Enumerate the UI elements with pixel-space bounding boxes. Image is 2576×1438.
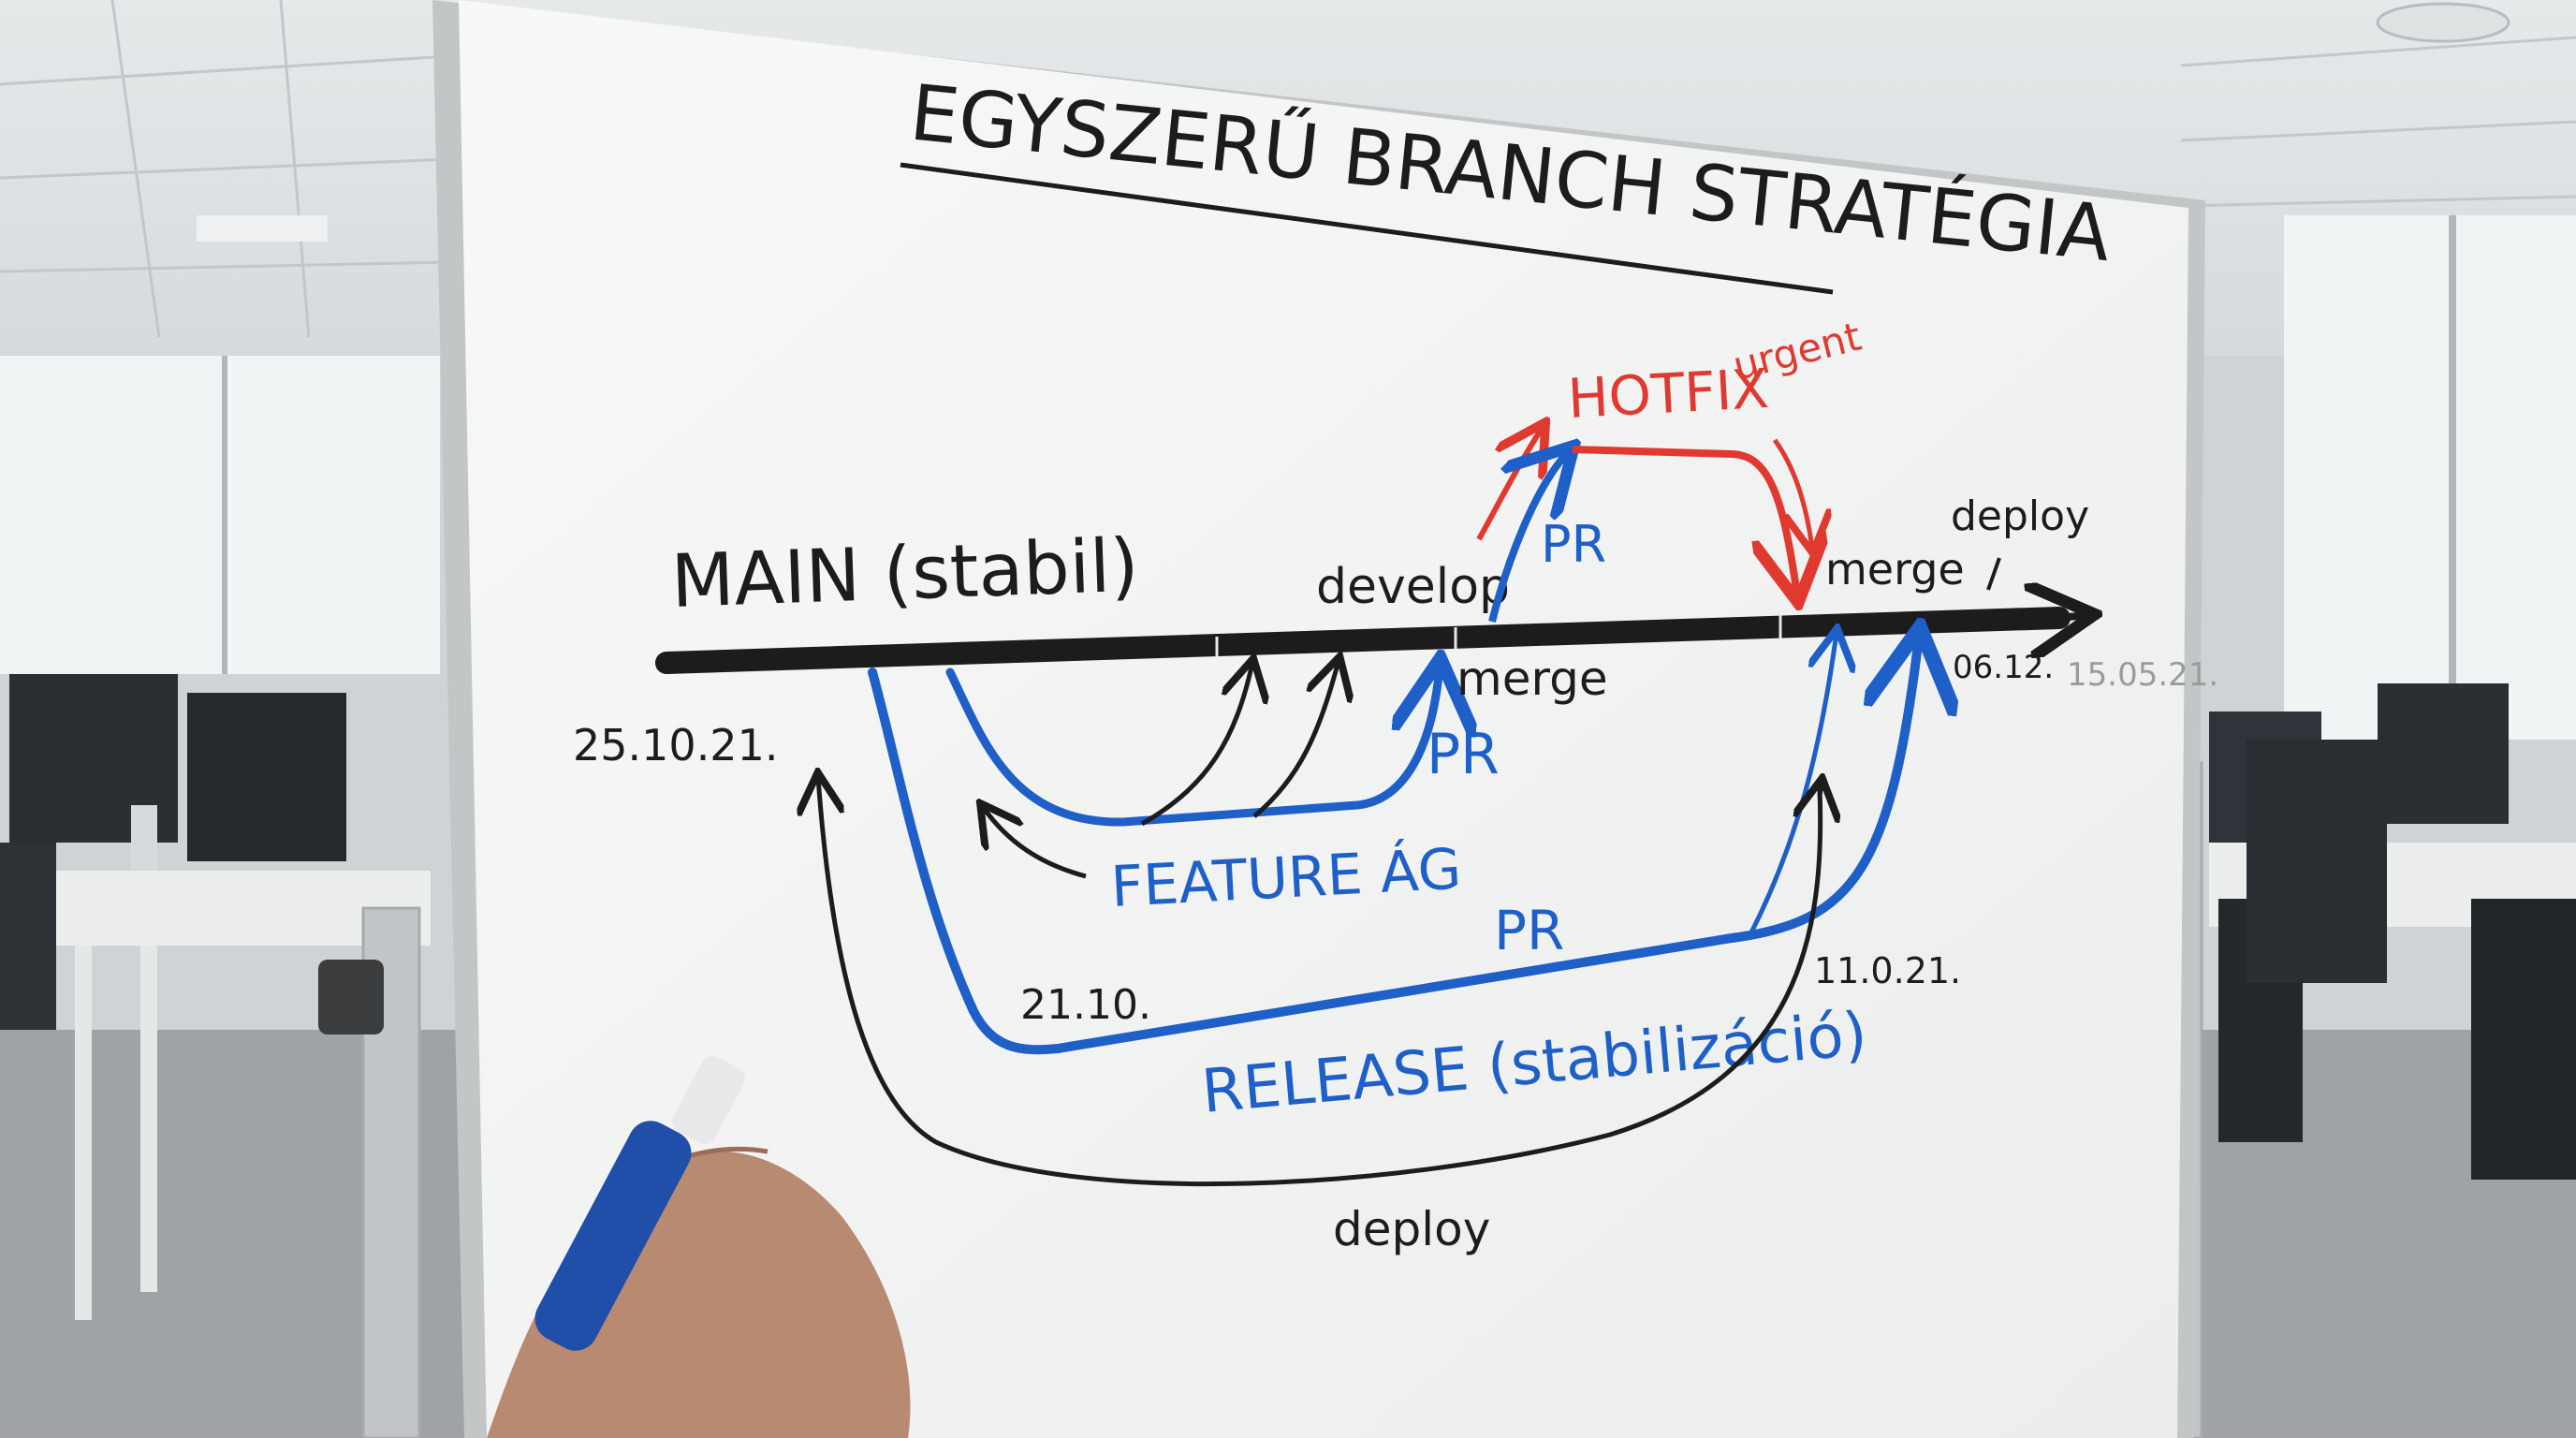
title-underline (900, 162, 1834, 295)
main-branch-label: MAIN (stabil) (670, 524, 1140, 624)
hand-with-marker (487, 1055, 911, 1438)
water-bottle (131, 805, 157, 871)
feature-merge-label: merge (1456, 652, 1608, 706)
main-start-date: 25.10.21. (573, 720, 778, 770)
deploy-loop-head (1820, 783, 1822, 796)
date-150521: 15.05.21. (2067, 656, 2218, 694)
deploy-top-tick (1986, 557, 2001, 591)
feature-commit-arrow-2 (1252, 661, 1339, 818)
feature-branch-line (945, 667, 1440, 827)
marker-body (534, 1121, 692, 1351)
release-pr-label: PR (1494, 899, 1564, 962)
feature-pr-label: PR (1427, 722, 1500, 787)
hotfix-pr-arrow (1488, 451, 1569, 623)
deploy-bottom-label: deploy (1333, 1202, 1490, 1256)
release-start-date: 21.10. (1020, 981, 1151, 1029)
develop-label: develop (1316, 559, 1510, 615)
office-chair-right (2471, 899, 2576, 1180)
main-branch-arrow (2059, 615, 2087, 618)
deploy-top-label: deploy (1951, 492, 2089, 540)
feature-label-pointer (983, 807, 1087, 879)
hotfix-label: HOTFIX (1566, 357, 1770, 431)
deploy-loop-arrow (818, 777, 1823, 1187)
date-0612: 06.12. (1953, 649, 2054, 686)
marker-tip (672, 1055, 745, 1145)
ceiling-vent (2376, 2, 2510, 43)
feature-commit-arrow-1 (1140, 663, 1252, 827)
ceiling-light (197, 215, 328, 242)
window-left (0, 356, 440, 674)
stand-knob (318, 960, 384, 1034)
monitor-left-2 (187, 693, 346, 861)
hotfix-urgent-arrow (1772, 438, 1812, 549)
window-right (2284, 215, 2576, 740)
monitor-right (2378, 683, 2509, 824)
hotfix-merge-label: merge (1825, 544, 1965, 594)
release-end-date: 11.0.21. (1814, 950, 1961, 991)
hotfix-pr-label: PR (1541, 515, 1606, 574)
release-branch-line (868, 637, 1919, 1055)
